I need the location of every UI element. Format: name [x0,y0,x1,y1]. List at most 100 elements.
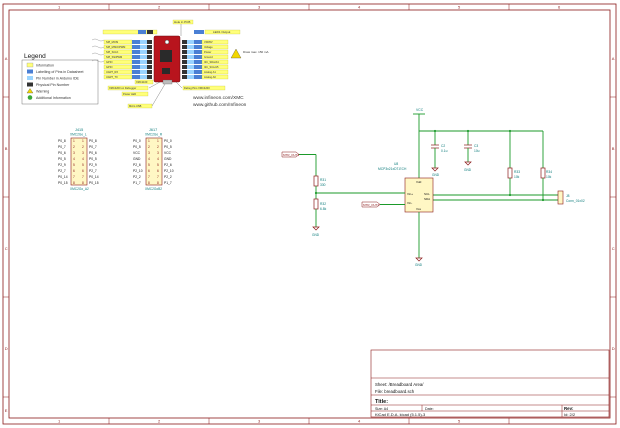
pin-number: 4 [82,157,84,161]
rev-label: Rev: [564,406,574,411]
pin-label: P2_9 [89,163,97,167]
board-note: Debug Pins XMC4200 [184,86,210,90]
pin-label: P0_5 [133,145,141,149]
ic-pin-label: Vin- [407,201,412,205]
global-label-mtr-out1 [281,151,300,158]
legend-item-label: Pin Number in Arduino IDE [36,77,80,81]
board-note: XMC1100 [136,80,148,84]
row-label-left: B [5,146,8,151]
pin-label: VCC [164,151,172,155]
ground-icon [464,161,472,166]
pin-number: 6 [73,169,75,173]
pin-label: P2_7 [89,169,97,173]
link-infineon-xmc[interactable]: www.infineon.com/XMC [193,95,244,101]
col-label-top: 1 [58,5,61,10]
board-pin-label: VDD5V [204,40,213,44]
board-pin-label: Ground [204,55,213,59]
pin-number: 7 [148,175,150,179]
pin-label: P0_14 [89,175,99,179]
board-note: Power LED [123,92,136,96]
pin-label: P2_6 [164,163,172,167]
pin-number: 4 [73,157,75,161]
board-pin-label: GPIO [106,65,113,69]
title-block: Sheet: /Breadboard Area/ File: breadboar… [370,349,610,418]
pin-number: 5 [157,163,159,167]
pin-label: P2_7 [58,169,66,173]
connector-footer: XMC2Go_A2 [70,187,89,191]
row-label-left: A [5,56,8,61]
legend-item: Warning [26,88,49,94]
legend-item-label: Additional Information [36,96,71,100]
pin-label: P0_0 [164,139,172,143]
col-label-top: 6 [558,5,561,10]
pin-label: GND [164,157,172,161]
row-label-left: E [5,408,8,413]
pin-label: P2_2 [133,175,141,179]
col-label-top: 4 [358,5,361,10]
ground-icon [431,167,439,172]
outer-frame [2,3,617,425]
pin-label: P1_7 [133,181,141,185]
c3-value: 10u [474,149,480,153]
sheet-label: Sheet: /Breadboard Area/ [375,382,424,387]
board-pin-label: SPI_SS/PWM [106,55,122,59]
j8-connector [557,190,564,205]
pin-label: P0_0 [133,139,141,143]
pin-label: P0_8 [58,139,66,143]
pin-label: P0_5 [164,145,172,149]
global-label-mtr-out2 [361,201,381,208]
inner-frame [8,9,611,419]
pin-label: P2_2 [164,175,172,179]
pin-number: 2 [148,145,150,149]
pin-number: 5 [82,163,84,167]
board-pin-label: SPI_SCLK [106,50,119,54]
pin-number: 3 [157,151,159,155]
ic-ref: U8 [394,162,398,166]
legend-item: Physical Pin Number [27,82,70,87]
legend-item: Labelling of Pins in Datasheet [27,69,84,74]
pin-number: 1 [148,139,150,143]
ic-pin-label: SCL [424,192,430,196]
title-label: Title: [375,399,388,405]
r31-ref: R31 [320,178,326,182]
date-label: Date: [425,407,434,411]
pin-number: 2 [157,145,159,149]
board-pin-label: Analog A0 [204,75,216,79]
row-label-left: C [5,246,8,251]
c2-ref: C2 [441,144,445,148]
board-pinout: Hole in PCB LED1 Output SPI_MOSI SPI_MIS… [91,19,269,109]
col-label-bottom: 4 [358,419,361,424]
pin-number: 1 [82,139,84,143]
board-pin-label: Power [204,50,211,54]
pin-label: P0_7 [58,145,66,149]
col-label-top: 3 [258,5,261,10]
r34-value: 10k [546,175,552,179]
ground-icon [415,257,423,262]
legend: Legend Information Labelling of Pins in … [21,53,99,105]
r33-ref: R33 [514,170,520,174]
row-markers: A B C D E A B C D [3,56,616,413]
pin-label: P0_6 [89,151,97,155]
row-label-right: D [612,346,615,351]
pin-number: 4 [157,157,159,161]
board-left-pins: SPI_MOSI SPI_MISO/PWM SPI_SCLK SPI_SS/PW… [103,39,152,80]
legend-item: Additional Information [27,95,71,100]
adc-chip [404,177,434,213]
pin-label: P0_14 [58,175,68,179]
board-top-label: LED1 Output [213,30,231,34]
link-github-infineon[interactable]: www.github.com/Infineon [193,102,247,108]
pin-label: P0_7 [89,145,97,149]
gnd-label: GND [464,168,472,172]
board-pin-label: I2C_SDA/A4 [204,60,219,64]
r32-ref: R32 [320,202,326,206]
sheet-id-label: Id: 2/2 [564,412,576,417]
ic-pin-label: SDA [424,197,430,201]
pin-label: P2_10 [164,169,174,173]
connector-j617: J617 XMC2Go_R P0_0 P0_5 VCC GND P2_6 P2_… [133,128,174,191]
board-pin-label: SPI_MISO/PWM [106,45,125,49]
pin-label: P0_5 [89,157,97,161]
global-label-text: MTR_OUT2 [363,203,379,207]
pin-label: P2_10 [133,169,143,173]
ic-pin-label: Vdd [416,180,422,184]
mcu-chip [160,50,172,62]
